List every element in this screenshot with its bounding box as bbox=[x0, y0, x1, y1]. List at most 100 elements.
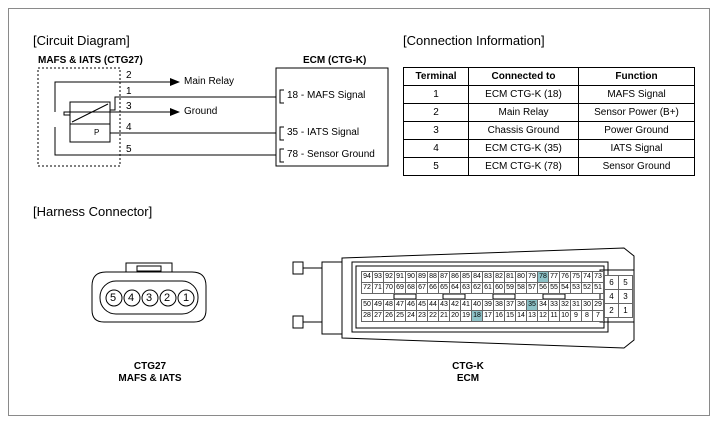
ecm-pin: 70 bbox=[383, 282, 395, 294]
ecm-pin: 49 bbox=[372, 299, 384, 311]
ground-label: Ground bbox=[184, 106, 218, 117]
ctg27-pin-4: 4 bbox=[128, 292, 135, 304]
ctgk-description: ECM bbox=[456, 373, 480, 384]
ecm-pin: 56 bbox=[537, 282, 549, 294]
terminal-cell: 1 bbox=[403, 85, 469, 104]
connection-table: Terminal Connected to Function 1 ECM CTG… bbox=[403, 67, 695, 176]
ecm-pin: 76 bbox=[559, 271, 571, 283]
ctg27-name: CTG27 bbox=[133, 361, 167, 372]
ctgk-name: CTG-K bbox=[452, 361, 484, 372]
ecm-pin: 6 bbox=[604, 275, 619, 290]
ecm-pin: 44 bbox=[427, 299, 439, 311]
ecm-signal-35: 35 - IATS Signal bbox=[287, 127, 360, 138]
ecm-pin: 1 bbox=[618, 303, 633, 318]
function-cell: Sensor Power (B+) bbox=[578, 103, 695, 122]
connected-to-cell: Main Relay bbox=[468, 103, 579, 122]
table-row: 5 ECM CTG-K (78) Sensor Ground bbox=[403, 157, 695, 176]
ecm-pin: 93 bbox=[372, 271, 384, 283]
pin-1-label: 1 bbox=[126, 86, 132, 97]
main-relay-arrow bbox=[170, 78, 180, 86]
ecm-pin: 52 bbox=[581, 282, 593, 294]
iats-element bbox=[69, 123, 111, 143]
harness-connector-title: [Harness Connector] bbox=[33, 204, 153, 219]
ecm-pin: 71 bbox=[372, 282, 384, 294]
ecm-pin: 58 bbox=[515, 282, 527, 294]
table-row: 4 ECM CTG-K (35) IATS Signal bbox=[403, 139, 695, 158]
ecm-pin: 11 bbox=[548, 310, 560, 322]
ecm-pin: 41 bbox=[460, 299, 472, 311]
ground-arrow bbox=[170, 108, 180, 116]
table-header-row: Terminal Connected to Function bbox=[403, 67, 695, 86]
ecm-pin: 79 bbox=[526, 271, 538, 283]
connected-to-cell: ECM CTG-K (18) bbox=[468, 85, 579, 104]
ecm-pin: 3 bbox=[618, 289, 633, 304]
table-row: 2 Main Relay Sensor Power (B+) bbox=[403, 103, 695, 122]
table-row: 3 Chassis Ground Power Ground bbox=[403, 121, 695, 140]
ctg27-pin-3: 3 bbox=[146, 292, 153, 304]
ecm-pin: 20 bbox=[449, 310, 461, 322]
ecm-pin: 42 bbox=[449, 299, 461, 311]
function-cell: Sensor Ground bbox=[578, 157, 695, 176]
ecm-pin: 22 bbox=[427, 310, 439, 322]
function-cell: Power Ground bbox=[578, 121, 695, 140]
ecm-pin: 89 bbox=[416, 271, 428, 283]
ecm-pin: 81 bbox=[504, 271, 516, 283]
ecm-pin: 61 bbox=[482, 282, 494, 294]
ecm-pin: 38 bbox=[493, 299, 505, 311]
ctg27-pin-1: 1 bbox=[183, 292, 190, 304]
header-terminal: Terminal bbox=[403, 67, 469, 86]
ecm-pin: 86 bbox=[449, 271, 461, 283]
ecm-pin: 31 bbox=[570, 299, 582, 311]
ecm-pin: 43 bbox=[438, 299, 450, 311]
ecm-pin: 21 bbox=[438, 310, 450, 322]
ecm-pin: 28 bbox=[361, 310, 373, 322]
connected-to-cell: ECM CTG-K (35) bbox=[468, 139, 579, 158]
ecm-pin: 94 bbox=[361, 271, 373, 283]
pin-3-label: 3 bbox=[126, 101, 132, 112]
ecm-pin: 77 bbox=[548, 271, 560, 283]
ecm-pin: 48 bbox=[383, 299, 395, 311]
ecm-pin: 4 bbox=[604, 289, 619, 304]
ecm-pin: 63 bbox=[460, 282, 472, 294]
ecm-pin: 64 bbox=[449, 282, 461, 294]
ecm-pin: 47 bbox=[394, 299, 406, 311]
ecm-pin: 51 bbox=[592, 282, 604, 294]
ecm-pin: 54 bbox=[559, 282, 571, 294]
ecm-pin: 55 bbox=[548, 282, 560, 294]
ecm-pin: 83 bbox=[482, 271, 494, 283]
ecm-pin: 9 bbox=[570, 310, 582, 322]
ecm-pin: 87 bbox=[438, 271, 450, 283]
ecm-pin: 73 bbox=[592, 271, 604, 283]
ecm-pin: 24 bbox=[405, 310, 417, 322]
terminal-cell: 3 bbox=[403, 121, 469, 140]
terminal-cell: 2 bbox=[403, 103, 469, 122]
pin-5-label: 5 bbox=[126, 144, 132, 155]
ecm-pin: 14 bbox=[515, 310, 527, 322]
ecm-pin: 18 bbox=[471, 310, 483, 322]
ecm-pin: 19 bbox=[460, 310, 472, 322]
ctg27-pin-2: 2 bbox=[164, 292, 171, 304]
ecm-pin: 60 bbox=[493, 282, 505, 294]
ecm-pin: 35 bbox=[526, 299, 538, 311]
connection-info-title: [Connection Information] bbox=[403, 33, 545, 48]
ecm-pin: 50 bbox=[361, 299, 373, 311]
page-frame bbox=[8, 8, 710, 416]
ecm-pin: 39 bbox=[482, 299, 494, 311]
ecm-pin: 67 bbox=[416, 282, 428, 294]
ecm-pin: 33 bbox=[548, 299, 560, 311]
ecm-pin: 13 bbox=[526, 310, 538, 322]
ecm-signal-78: 78 - Sensor Ground bbox=[287, 149, 375, 160]
header-function: Function bbox=[578, 67, 695, 86]
ecm-pin: 57 bbox=[526, 282, 538, 294]
ecm-pin: 17 bbox=[482, 310, 494, 322]
ecm-pin: 82 bbox=[493, 271, 505, 283]
ecm-pin: 65 bbox=[438, 282, 450, 294]
pin-2-label: 2 bbox=[126, 70, 132, 81]
ecm-pin: 15 bbox=[504, 310, 516, 322]
ecm-pin: 32 bbox=[559, 299, 571, 311]
ecm-pin: 36 bbox=[515, 299, 527, 311]
ecm-pin: 5 bbox=[618, 275, 633, 290]
